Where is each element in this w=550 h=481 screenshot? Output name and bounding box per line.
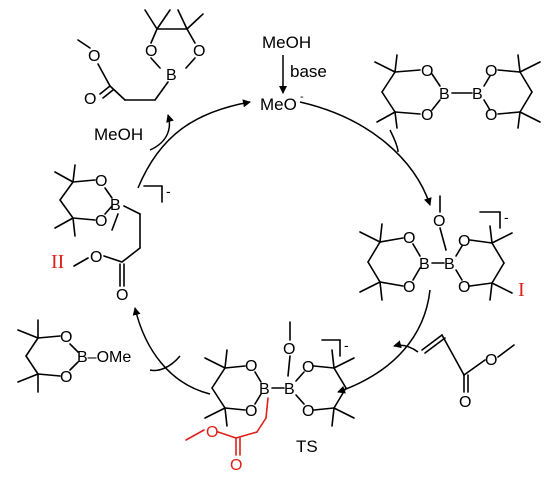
cycle-arrow-to-I: [299, 101, 432, 206]
atom-b: B: [419, 256, 430, 273]
atom-o: O: [90, 249, 102, 266]
atom-o: O: [84, 91, 96, 108]
atom-o: O: [421, 63, 433, 80]
catalytic-cycle: [132, 55, 432, 395]
b2pin2: O O B B O O: [374, 54, 541, 129]
atom-o: O: [88, 48, 100, 65]
label-intermediate-I: I: [518, 279, 525, 301]
atom-o: O: [245, 403, 257, 420]
atom-o: O: [95, 173, 107, 190]
ts-alkyl-chain-highlight: O O: [185, 397, 269, 474]
cycle-arrow-to-TS: [337, 289, 431, 394]
methyl-acrylate: O O: [421, 334, 515, 411]
methoxide-label: MeO: [260, 95, 297, 114]
atom-o: O: [60, 369, 72, 386]
product-boronate-ester: O O B O O: [77, 9, 205, 108]
atom-o: O: [485, 63, 497, 80]
atom-o: O: [95, 213, 107, 230]
atom-o: O: [230, 457, 242, 474]
side-arrow-MeOH-in: [149, 114, 174, 151]
atom-o: O: [403, 230, 415, 247]
side-arrow-MeOBpin-out: [149, 355, 181, 372]
atom-b: B: [439, 86, 450, 103]
atom-b: B: [110, 197, 121, 214]
transition-state: O O B B O O O - O O: [185, 321, 355, 474]
atom-o: O: [485, 352, 497, 369]
atom-o: O: [403, 279, 415, 296]
charge-TS: -: [344, 337, 349, 353]
atom-o: O: [302, 359, 314, 376]
atom-o: O: [116, 287, 128, 304]
atom-b: B: [259, 381, 270, 398]
reagent-meoh-top: MeOH: [262, 33, 311, 52]
atom-o: O: [145, 43, 157, 60]
b-ome-group: B–OMe: [77, 349, 131, 366]
methoxide-charge: -: [300, 91, 304, 103]
atom-o: O: [485, 107, 497, 124]
atom-b: B: [444, 256, 455, 273]
atom-o: O: [421, 107, 433, 124]
atom-o: O: [459, 394, 471, 411]
label-transition-state: TS: [296, 437, 318, 456]
intermediate-II: O O B O O - II: [51, 164, 171, 304]
side-arrow-B2pin2-in: [389, 129, 399, 153]
side-arrow-acrylate-in: [393, 340, 419, 353]
atom-o: O: [245, 358, 257, 375]
atom-o: O: [433, 213, 445, 230]
atom-o: O: [458, 233, 470, 250]
atom-o: O: [206, 424, 218, 441]
atom-o: O: [193, 43, 205, 60]
cycle-arrow-to-II: [132, 307, 211, 395]
label-intermediate-II: II: [51, 251, 64, 273]
atom-b: B: [284, 381, 295, 398]
charge-I: -: [504, 209, 509, 225]
methoxide-generation: MeOH base MeO -: [260, 33, 327, 114]
atom-o: O: [60, 329, 72, 346]
intermediate-I: O O B B O O O - I: [359, 195, 525, 301]
cycle-arrow-to-methoxide: [137, 99, 251, 189]
charge-II: -: [166, 183, 171, 199]
atom-b: B: [472, 86, 483, 103]
atom-o: O: [458, 279, 470, 296]
atom-b: B: [166, 67, 177, 84]
atom-o: O: [302, 403, 314, 420]
reagent-meoh-left: MeOH: [94, 125, 143, 144]
atom-o: O: [283, 341, 295, 358]
methoxy-bpin: O O B–OMe: [17, 319, 131, 393]
reagent-base: base: [290, 62, 327, 81]
